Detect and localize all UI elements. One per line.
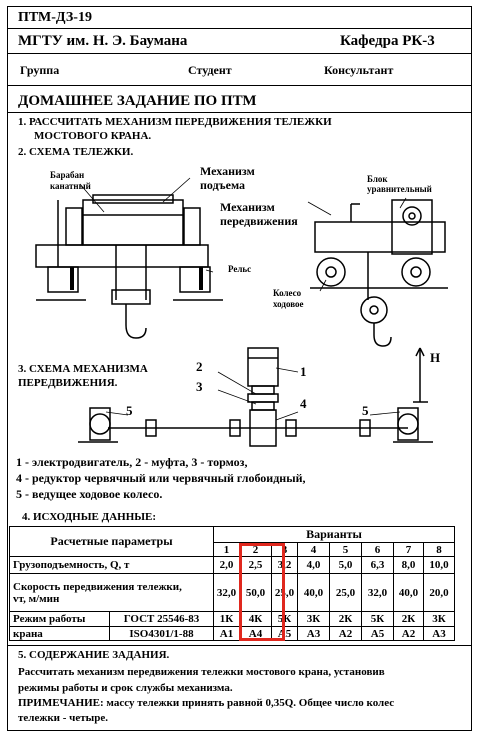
speed-cell: 40,0 xyxy=(297,573,330,612)
capacity-label: Грузоподъемность, Q, т xyxy=(9,556,214,574)
speed-cell: 50,0 xyxy=(239,573,272,612)
iso-cell: А1 xyxy=(213,626,240,641)
gost-cell: 3К xyxy=(423,611,455,627)
wheel-left xyxy=(316,257,346,287)
label-num-5-left: 5 xyxy=(126,403,133,418)
wheel-label-line2: ходовое xyxy=(273,299,304,309)
speed-label-line1: Скорость передвижения тележки, xyxy=(13,580,182,593)
mode-label-line2: крана xyxy=(9,626,110,641)
divider xyxy=(7,645,472,646)
iso-cell: А3 xyxy=(297,626,330,641)
label-num-5-right: 5 xyxy=(362,403,369,418)
section4-title: 4. ИСХОДНЫЕ ДАННЫЕ: xyxy=(22,511,157,523)
iso-label: ISO4301/1-88 xyxy=(109,626,214,641)
variant-6: 6 xyxy=(361,542,394,557)
trolley-diagram xyxy=(35,177,448,347)
trolley-frame xyxy=(35,244,209,268)
consultant-label: Консультант xyxy=(324,63,394,77)
gost-cell: 1К xyxy=(213,611,240,627)
section3-title-line1: 3. СХЕМА МЕХАНИЗМА xyxy=(18,363,148,375)
section5-line4: тележки - четыре. xyxy=(18,712,108,724)
variants-header: Варианты xyxy=(213,526,455,543)
travel-mechanism-line2: передвижения xyxy=(220,214,298,228)
wheel-right xyxy=(401,257,431,287)
electric-motor xyxy=(247,347,279,387)
gost-cell: 5К xyxy=(361,611,394,627)
section5-line1: Рассчитать механизм передвижения тележки… xyxy=(18,666,385,678)
iso-cell: А5 xyxy=(361,626,394,641)
variant-8: 8 xyxy=(423,542,455,557)
gost-cell: 3К xyxy=(297,611,330,627)
legend-line3: 5 - ведущее ходовое колесо. xyxy=(16,487,163,501)
group-label: Группа xyxy=(20,63,60,77)
section2-title: 2. СХЕМА ТЕЛЕЖКИ. xyxy=(18,146,134,158)
gost-label: ГОСТ 25546-83 xyxy=(109,611,214,627)
section1-line2: МОСТОВОГО КРАНА. xyxy=(34,130,152,142)
section5-line2: режимы работы и срок службы механизма. xyxy=(18,682,233,694)
document-code: ПТМ-ДЗ-19 xyxy=(18,10,92,25)
drum-label-line2: канатный xyxy=(50,181,91,191)
variant-2-highlight xyxy=(239,543,285,641)
variant-7: 7 xyxy=(393,542,424,557)
speed-cell: 20,0 xyxy=(423,573,455,612)
gost-cell: 2К xyxy=(393,611,424,627)
speed-label: Скорость передвижения тележки, vт, м/мин xyxy=(9,573,214,612)
section5-title: 5. СОДЕРЖАНИЕ ЗАДАНИЯ. xyxy=(18,649,170,661)
drive-mechanism-diagram xyxy=(78,347,433,447)
parameters-table: Расчетные параметры Варианты 1 2 3 4 5 6… xyxy=(9,526,455,641)
speed-label-line2: vт, м/мин xyxy=(13,592,60,605)
label-num-4: 4 xyxy=(300,396,307,411)
travel-mechanism-line1: Механизм xyxy=(220,200,275,214)
label-num-2: 2 xyxy=(196,359,203,374)
university-name: МГТУ им. Н. Э. Баумана xyxy=(18,33,188,49)
capacity-cell: 8,0 xyxy=(393,556,424,574)
capacity-cell: 2,0 xyxy=(213,556,240,574)
height-label: Н xyxy=(430,350,441,365)
lift-mechanism-line2: подъема xyxy=(200,178,246,192)
section1-line1: 1. РАССЧИТАТЬ МЕХАНИЗМ ПЕРЕДВИЖЕНИЯ ТЕЛЕ… xyxy=(18,116,332,128)
section3-title-line2: ПЕРЕДВИЖЕНИЯ. xyxy=(18,377,118,389)
iso-cell: А2 xyxy=(329,626,362,641)
drum-label-line1: Барабан xyxy=(50,170,85,180)
capacity-cell: 5,0 xyxy=(329,556,362,574)
drive-wheel-left xyxy=(89,413,111,435)
rope-drum xyxy=(82,199,184,246)
capacity-cell: 6,3 xyxy=(361,556,394,574)
iso-cell: А2 xyxy=(393,626,424,641)
student-label: Студент xyxy=(188,63,232,77)
block-label-line1: Блок xyxy=(367,174,388,184)
page-title: ДОМАШНЕЕ ЗАДАНИЕ ПО ПТМ xyxy=(18,93,257,109)
lift-mechanism-line1: Механизм xyxy=(200,164,255,178)
drive-wheel-right xyxy=(397,413,419,435)
speed-cell: 32,0 xyxy=(213,573,240,612)
page-frame xyxy=(7,6,472,731)
wheel-label-line1: Колесо xyxy=(273,288,302,298)
divider xyxy=(7,53,472,54)
rail-label: Рельс xyxy=(228,264,252,274)
variant-4: 4 xyxy=(297,542,330,557)
mode-label-line1: Режим работы xyxy=(9,611,110,627)
trolley-side-frame xyxy=(314,221,446,253)
label-num-1: 1 xyxy=(300,364,307,379)
department-name: Кафедра РК-3 xyxy=(340,33,435,49)
label-num-3: 3 xyxy=(196,379,203,394)
variant-1: 1 xyxy=(213,542,240,557)
divider xyxy=(7,28,472,29)
speed-cell: 40,0 xyxy=(393,573,424,612)
capacity-cell: 4,0 xyxy=(297,556,330,574)
gost-cell: 2К xyxy=(329,611,362,627)
params-header: Расчетные параметры xyxy=(9,526,214,557)
legend-line1: 1 - электродвигатель, 2 - муфта, 3 - тор… xyxy=(16,455,248,469)
divider xyxy=(7,112,472,113)
divider xyxy=(7,85,472,86)
speed-cell: 25,0 xyxy=(329,573,362,612)
block-label-line2: уравнительный xyxy=(367,184,432,194)
iso-cell: А3 xyxy=(423,626,455,641)
section5-line3: ПРИМЕЧАНИЕ: массу тележки принять равной… xyxy=(18,697,395,709)
capacity-cell: 10,0 xyxy=(423,556,455,574)
speed-cell: 32,0 xyxy=(361,573,394,612)
legend-line2: 4 - редуктор червячный или червячный гло… xyxy=(16,471,306,485)
variant-5: 5 xyxy=(329,542,362,557)
